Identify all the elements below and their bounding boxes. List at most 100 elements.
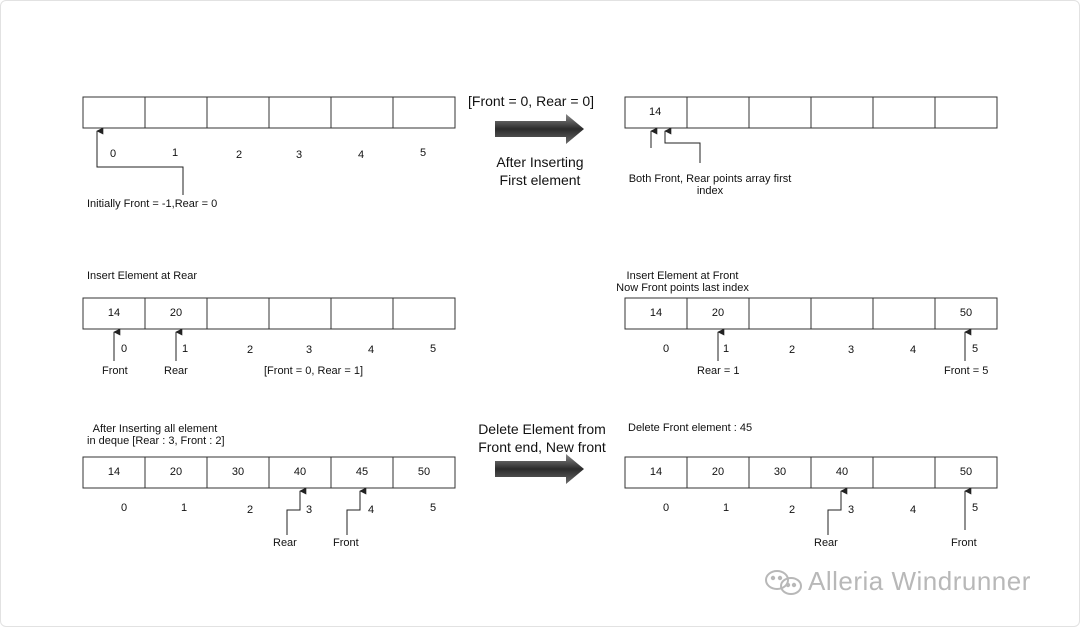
index-label: 0: [663, 502, 670, 514]
panel2-array: [624, 96, 998, 129]
array-cell: [624, 456, 688, 489]
cell-value: 14: [107, 466, 121, 478]
cell-value: 50: [417, 466, 431, 478]
panel4-title-line2: Now Front points last index: [616, 282, 749, 294]
array-cell: [686, 456, 750, 489]
index-label: 3: [306, 344, 313, 356]
pointer-arrow: [664, 127, 701, 163]
cell-value: 40: [835, 466, 849, 478]
array-cell: [144, 456, 208, 489]
panel2-caption-line2: index: [696, 185, 724, 197]
array-cell: [934, 456, 998, 489]
pointer-arrow: [286, 487, 307, 535]
transition-arrow-right: [495, 454, 584, 484]
array-cell: [330, 297, 394, 330]
cell-value: 20: [169, 307, 183, 319]
panel6-title: Delete Front element : 45: [628, 422, 753, 434]
rear-pointer-label: Rear: [273, 537, 297, 549]
array-cell: [268, 297, 332, 330]
cell-value: 14: [649, 307, 663, 319]
cell-value: 14: [649, 106, 662, 118]
arrow1-bottom-label-line1: After Inserting: [496, 154, 584, 170]
index-label: 3: [306, 504, 313, 516]
cell-value: 45: [355, 466, 369, 478]
array-cell: [392, 456, 456, 489]
arrow2-label-line2: Front end, New front: [478, 439, 606, 455]
panel2-caption-line1: Both Front, Rear points array first: [628, 173, 792, 185]
array-cell: [330, 456, 394, 489]
index-label: 4: [368, 504, 375, 516]
index-label: 2: [789, 504, 796, 516]
cell-value: 14: [649, 466, 663, 478]
index-label: 1: [181, 502, 188, 514]
cell-value: 20: [169, 466, 183, 478]
index-label: 2: [247, 504, 254, 516]
array-cell: [144, 297, 208, 330]
pointer-arrow: [346, 487, 367, 535]
cell-value: 20: [711, 466, 725, 478]
array-cell: [872, 96, 936, 129]
array-cell: [748, 297, 812, 330]
arrow1-bottom-label-line2: First element: [499, 172, 581, 188]
panel4-title-line1: Insert Element at Front: [626, 270, 739, 282]
arrow1-top-label: [Front = 0, Rear = 0]: [468, 93, 595, 109]
index-label: 5: [430, 343, 437, 355]
index-label: 3: [296, 149, 303, 161]
index-label: 2: [789, 344, 796, 356]
panel3-array: [82, 297, 456, 330]
array-cell: [330, 96, 394, 129]
array-cell: [268, 96, 332, 129]
panel5-title-line1: After Inserting all element: [92, 423, 218, 435]
array-cell: [624, 96, 688, 129]
array-cell: [872, 297, 936, 330]
index-label: 4: [910, 344, 917, 356]
index-label: 3: [848, 504, 855, 516]
index-label: 3: [848, 344, 855, 356]
panel4-array: [624, 297, 998, 330]
watermark-logo-icon: [765, 570, 802, 595]
cell-value: 20: [711, 307, 725, 319]
array-cell: [392, 297, 456, 330]
panel5-array: [82, 456, 456, 489]
cell-value: 14: [107, 307, 121, 319]
arrow2-label-line1: Delete Element from: [478, 421, 606, 437]
cell-value: 50: [959, 307, 973, 319]
array-cell: [748, 96, 812, 129]
rear-pointer-label: Rear: [164, 365, 188, 377]
array-cell: [206, 297, 270, 330]
index-label: 0: [663, 343, 670, 355]
panel1-caption: Initially Front = -1,Rear = 0: [87, 198, 218, 210]
cell-value: 50: [959, 466, 973, 478]
array-cell: [206, 96, 270, 129]
array-cell: [206, 456, 270, 489]
cell-value: 30: [231, 466, 245, 478]
array-cell: [872, 456, 936, 489]
array-cell: [82, 96, 146, 129]
pointer-arrow: [827, 487, 848, 535]
index-label: 1: [172, 147, 179, 159]
index-label: 4: [368, 344, 375, 356]
panel3-title: Insert Element at Rear: [87, 270, 198, 282]
index-label: 4: [358, 149, 365, 161]
cell-value: 40: [293, 466, 307, 478]
array-cell: [624, 297, 688, 330]
pointer-arrow: [96, 127, 184, 195]
transition-arrow-right: [495, 114, 584, 144]
index-label: 0: [121, 343, 128, 355]
array-cell: [686, 96, 750, 129]
index-label: 0: [121, 502, 128, 514]
panel3-note: [Front = 0, Rear = 1]: [264, 365, 364, 377]
index-label: 5: [972, 343, 979, 355]
watermark-text: Alleria Windrunner: [808, 566, 1031, 596]
array-cell: [144, 96, 208, 129]
index-label: 5: [430, 502, 437, 514]
front-pointer-label: Front: [102, 365, 128, 377]
rear-pointer-label: Rear: [814, 537, 838, 549]
index-label: 5: [420, 147, 427, 159]
panel5-title-line2: in deque [Rear : 3, Front : 2]: [87, 435, 225, 447]
front-pointer-label: Front: [951, 537, 977, 549]
array-cell: [810, 297, 874, 330]
front-pointer-label: Front = 5: [944, 365, 989, 377]
array-cell: [810, 96, 874, 129]
